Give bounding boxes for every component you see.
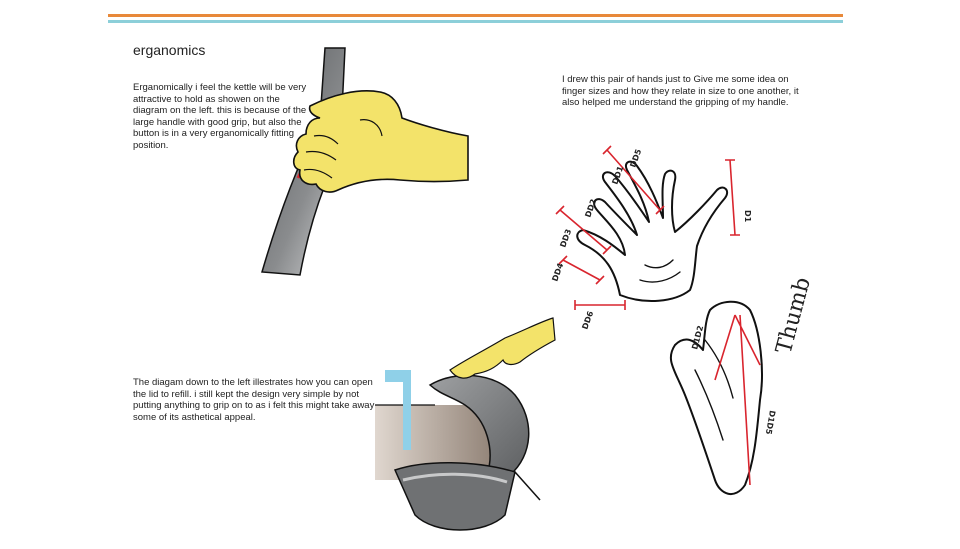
grip-hand-shape bbox=[292, 90, 469, 193]
decorative-stripe-blue bbox=[108, 20, 843, 23]
page-title: erganomics bbox=[133, 42, 206, 58]
water-stream bbox=[385, 370, 411, 450]
grip-description: Erganomically i feel the kettle will be … bbox=[133, 82, 307, 151]
decorative-stripe-orange bbox=[108, 14, 843, 17]
label-dd4: DD4 bbox=[550, 261, 565, 282]
label-dd1: DD1 bbox=[610, 164, 625, 185]
lid-description: The diagam down to the left illestrates … bbox=[133, 377, 375, 423]
label-dd6: DD6 bbox=[580, 309, 595, 330]
hands-description: I drew this pair of hands just to Give m… bbox=[562, 74, 799, 108]
thumb-label: Thumb bbox=[772, 275, 816, 357]
label-d1d5: D1D5 bbox=[764, 410, 777, 436]
label-dd3: DD3 bbox=[558, 228, 573, 249]
handle-grip-illustration bbox=[261, 47, 469, 276]
label-d1: D1 bbox=[743, 210, 752, 223]
upper-hand-outline bbox=[576, 160, 729, 302]
lid-hand-shape bbox=[449, 317, 556, 379]
kettle-base bbox=[393, 462, 516, 531]
hand-measurement-illustration: DD1 DD2 DD3 DD4 DD5 DD6 D1 D1D2 D1D5 Thu… bbox=[550, 145, 816, 495]
measurement-lines bbox=[555, 145, 761, 486]
label-dd5: DD5 bbox=[628, 147, 643, 168]
lid-opening-illustration bbox=[375, 317, 556, 531]
lower-hand-outline bbox=[669, 300, 763, 495]
